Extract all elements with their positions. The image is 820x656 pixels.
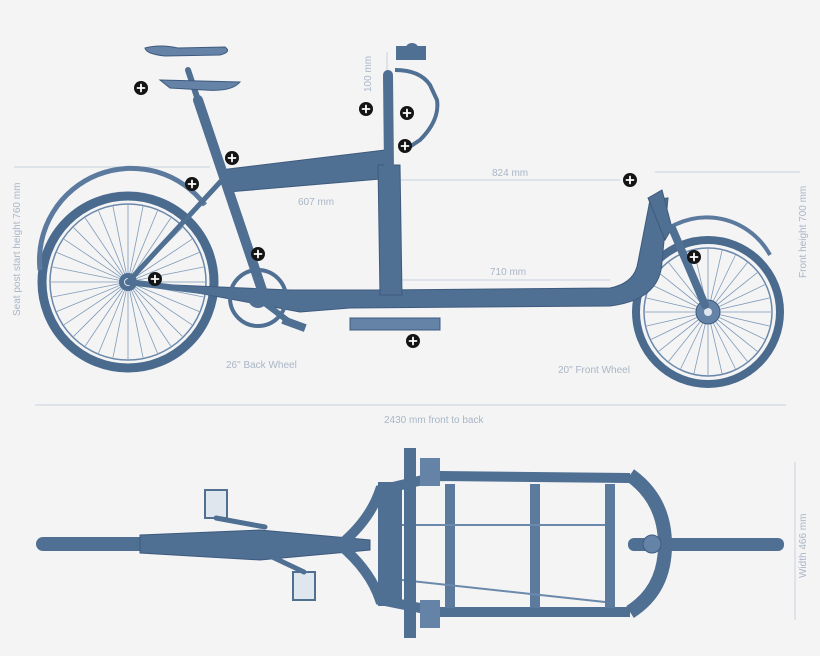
spoke <box>127 281 183 337</box>
spoke <box>63 238 129 283</box>
plus-marker-icon[interactable] <box>148 272 162 286</box>
platform-rail <box>349 317 441 331</box>
rear-fender <box>37 165 207 271</box>
plus-marker-icon[interactable] <box>185 177 199 191</box>
plus-marker-icon[interactable] <box>623 173 637 187</box>
spoke <box>127 252 200 283</box>
plus-marker-icon[interactable] <box>225 151 239 165</box>
spoke <box>84 217 129 283</box>
spoke <box>127 238 193 283</box>
platform-length-label: 710 mm <box>490 267 526 278</box>
spoke <box>127 281 193 326</box>
crankset <box>228 268 307 332</box>
plus-marker-icon[interactable] <box>406 334 420 348</box>
spoke <box>127 281 200 312</box>
plus-marker-icon[interactable] <box>400 106 414 120</box>
spoke <box>127 210 158 283</box>
spoke <box>63 281 129 326</box>
head-down-tube <box>377 164 403 296</box>
bell <box>405 43 419 57</box>
rear-wheel-top <box>36 537 156 551</box>
spoke <box>127 206 144 283</box>
stem-height-label: 100 mm <box>363 56 374 92</box>
saddle-side <box>158 79 242 91</box>
spoke <box>52 266 129 283</box>
pedal-right <box>292 571 316 601</box>
plus-marker-icon[interactable] <box>251 247 265 261</box>
front-wheel <box>632 236 784 388</box>
front-fork <box>668 224 709 309</box>
overall-length-label: 2430 mm front to back <box>384 415 484 426</box>
spoke <box>98 281 129 354</box>
spoke <box>127 281 158 354</box>
spoke <box>112 206 129 283</box>
spoke <box>112 281 129 358</box>
plus-marker-icon[interactable] <box>398 139 412 153</box>
chain-stay <box>125 279 261 301</box>
cargo-box-top <box>336 469 673 618</box>
top-view: Width 466 mm <box>36 448 809 638</box>
spoke <box>73 281 129 337</box>
dimension-lines <box>14 52 800 406</box>
front-wheel-label: 20" Front Wheel <box>558 365 630 376</box>
pedal-left <box>204 489 228 519</box>
cargo-length-label: 824 mm <box>492 168 528 179</box>
spoke <box>127 281 144 358</box>
plus-marker-icon[interactable] <box>687 250 701 264</box>
seat-tube <box>193 95 267 295</box>
spoke <box>98 210 129 283</box>
seat-post-height-label: Seat post start height 760 mm <box>12 183 23 316</box>
spoke <box>127 281 172 347</box>
width-label: Width 466 mm <box>798 514 809 578</box>
spoke <box>56 281 129 312</box>
front-height-label: Front height 700 mm <box>798 186 809 278</box>
spoke <box>73 227 129 283</box>
seat-stay <box>125 177 225 285</box>
spoke <box>84 281 129 347</box>
spoke <box>52 281 129 298</box>
plus-marker-icon[interactable] <box>359 102 373 116</box>
rear-frame-top <box>139 529 371 561</box>
side-view: 100 mm 824 mm 607 mm 710 mm Seat post st… <box>12 43 809 426</box>
handlebar <box>394 68 440 152</box>
brake-lever-right <box>420 600 440 628</box>
back-wheel-label: 26" Back Wheel <box>226 360 297 371</box>
frame-length-label: 607 mm <box>298 197 334 208</box>
steering-stem <box>383 70 394 175</box>
handlebar-top <box>404 448 416 638</box>
front-wheel-top <box>628 538 784 551</box>
spoke <box>56 252 129 283</box>
top-tube <box>219 149 393 193</box>
spoke <box>127 266 204 283</box>
plus-marker-icon[interactable] <box>134 81 148 95</box>
saddle-top <box>144 45 229 57</box>
brake-lever-left <box>420 458 440 486</box>
